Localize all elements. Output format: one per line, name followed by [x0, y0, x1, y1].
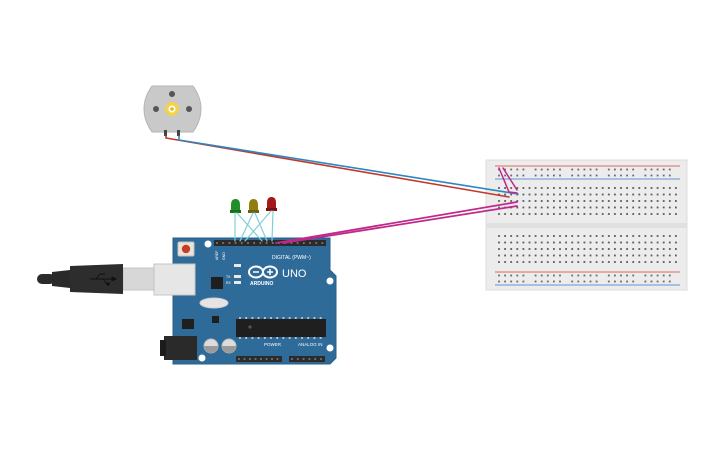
- yellow-led[interactable]: [248, 199, 259, 213]
- regulator: [182, 319, 194, 329]
- arduino-label: ARDUINO: [250, 281, 273, 287]
- arduino-logo-icon: [248, 265, 278, 279]
- wire-magenta[interactable]: [275, 201, 518, 244]
- breadboard-center-channel: [486, 223, 687, 228]
- mount-hole: [198, 354, 206, 362]
- motor-screw-top: [169, 91, 175, 97]
- power-header[interactable]: [236, 356, 282, 362]
- rx-label: RX: [226, 281, 232, 285]
- wire-teal[interactable]: [236, 212, 263, 242]
- usb-cable-strain-relief: [52, 270, 70, 288]
- small-chip: [212, 316, 219, 323]
- wire-blue-motor[interactable]: [178, 135, 519, 195]
- motor-terminal-left[interactable]: [164, 130, 167, 136]
- wire-teal[interactable]: [271, 210, 274, 242]
- wire-magenta-jumper[interactable]: [498, 167, 518, 194]
- arduino-uno-board[interactable]: AREF GND DIGITAL (PWM~) TX RX UNO ARDUIN…: [153, 237, 337, 365]
- red-led[interactable]: [266, 197, 277, 211]
- usb-icon: [90, 273, 118, 286]
- usb-cable-metal-plug: [122, 267, 155, 291]
- aref-label: AREF: [215, 251, 219, 260]
- reset-button[interactable]: [177, 241, 195, 257]
- motor-screw-right: [186, 106, 192, 112]
- power-label: POWER: [264, 342, 282, 347]
- motor-shaft-icon: [165, 102, 179, 116]
- digital-header[interactable]: [214, 240, 326, 246]
- wire-red-motor[interactable]: [165, 135, 510, 198]
- analog-header[interactable]: [289, 356, 325, 362]
- gnd-label: GND: [222, 252, 226, 260]
- green-led[interactable]: [230, 199, 241, 213]
- tx-led: [234, 275, 241, 278]
- usb-cable-wire: [37, 274, 55, 284]
- wire-magenta-jumper[interactable]: [502, 167, 518, 191]
- crystal: [199, 297, 229, 309]
- wire-teal[interactable]: [244, 210, 272, 242]
- motor-screw-left: [153, 106, 159, 112]
- digital-label: DIGITAL (PWM~): [272, 255, 311, 261]
- motor-terminal-right[interactable]: [177, 130, 180, 136]
- wire-magenta[interactable]: [282, 205, 518, 244]
- capacitor: [203, 338, 219, 354]
- capacitor: [221, 338, 237, 354]
- wire-teal[interactable]: [254, 212, 268, 242]
- wires[interactable]: [165, 135, 519, 244]
- tx-label: TX: [226, 275, 231, 279]
- wire-teal[interactable]: [239, 212, 254, 242]
- dc-motor[interactable]: [143, 85, 202, 136]
- atmega-chip: [236, 317, 326, 339]
- mount-hole: [326, 277, 334, 285]
- l-led: [234, 264, 241, 267]
- usb-chip: [211, 277, 223, 289]
- power-jack[interactable]: [160, 336, 197, 360]
- breadboard[interactable]: [485, 159, 688, 291]
- mount-hole: [204, 240, 212, 248]
- analog-label: ANALOG IN: [298, 342, 323, 347]
- uno-label: UNO: [282, 268, 307, 280]
- rx-led: [234, 281, 241, 284]
- breadboard-holes[interactable]: [498, 168, 677, 283]
- mount-hole: [326, 344, 334, 352]
- usb-cable[interactable]: [37, 264, 155, 294]
- usb-port[interactable]: [153, 263, 196, 296]
